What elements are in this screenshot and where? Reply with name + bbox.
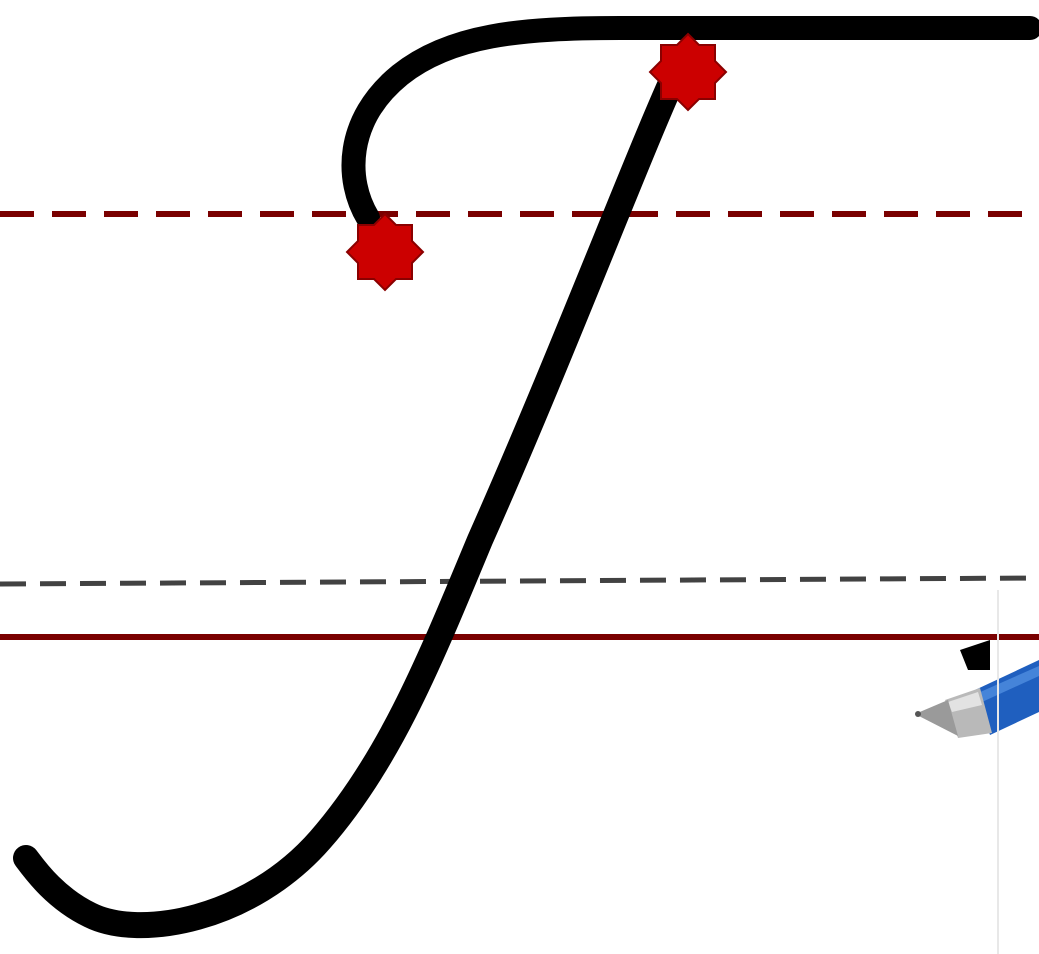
middle-dashed-guide-line bbox=[0, 575, 1039, 587]
pen-icon bbox=[915, 640, 1039, 738]
letter-main-stem-stroke bbox=[13, 59, 689, 938]
start-marker-icon-left bbox=[345, 212, 425, 292]
start-marker-icon-top-right bbox=[648, 32, 728, 112]
letter-top-bar-stroke bbox=[341, 16, 1039, 230]
